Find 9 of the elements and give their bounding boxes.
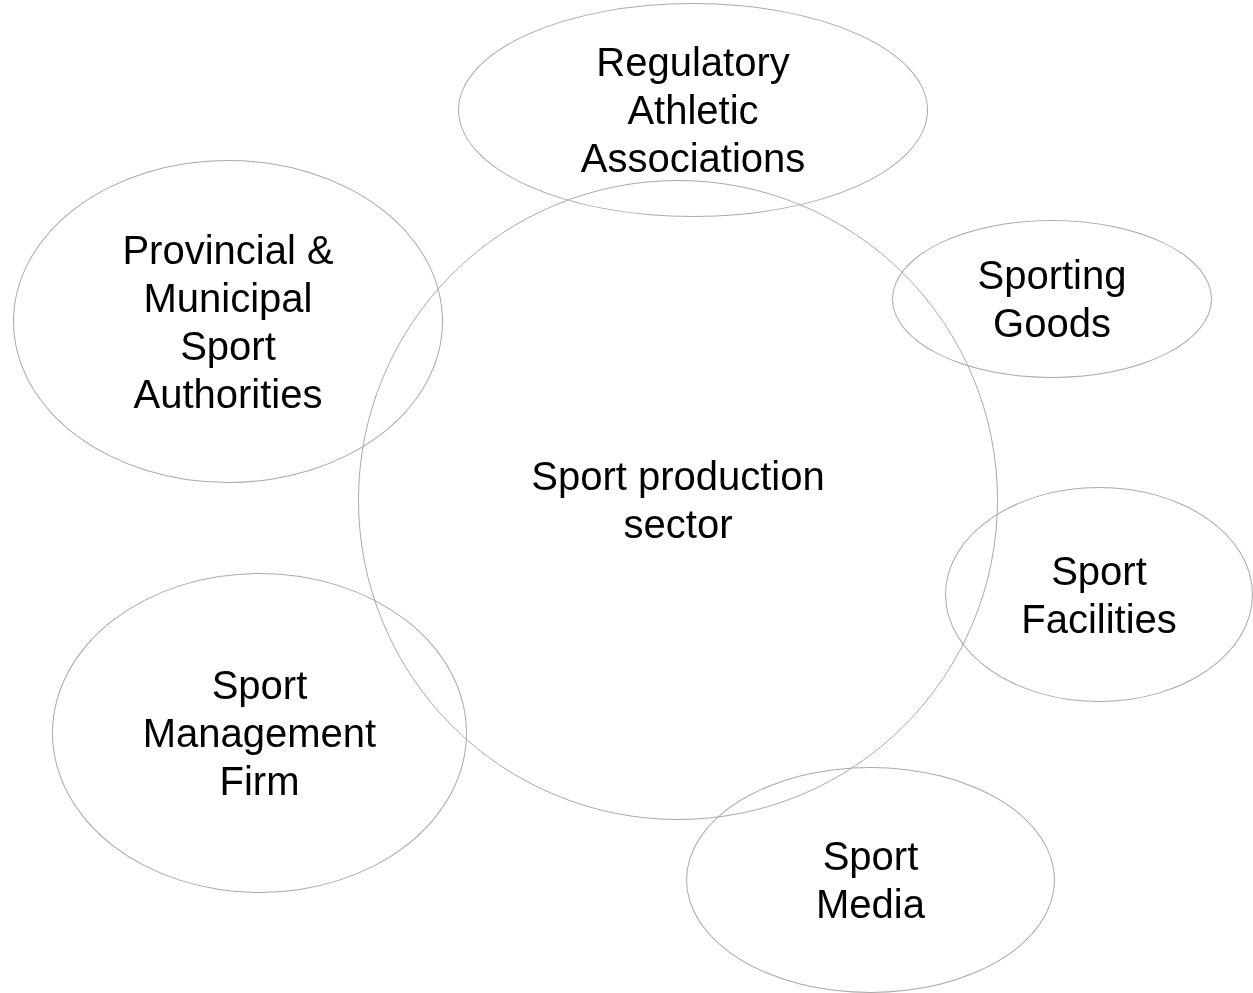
member-label: Sport Management Firm [141,662,378,805]
member-label: Provincial & Municipal Sport Authorities [121,226,335,418]
member-label: Sporting Goods [976,252,1128,347]
member-ellipse [945,487,1253,702]
sector-label: Sport production sector [530,453,826,548]
member-label: Regulatory Athletic Associations [579,39,807,182]
member-ellipse [13,160,443,483]
member-label: Sport Media [815,833,926,928]
member-label: Sport Facilities [1020,547,1178,643]
